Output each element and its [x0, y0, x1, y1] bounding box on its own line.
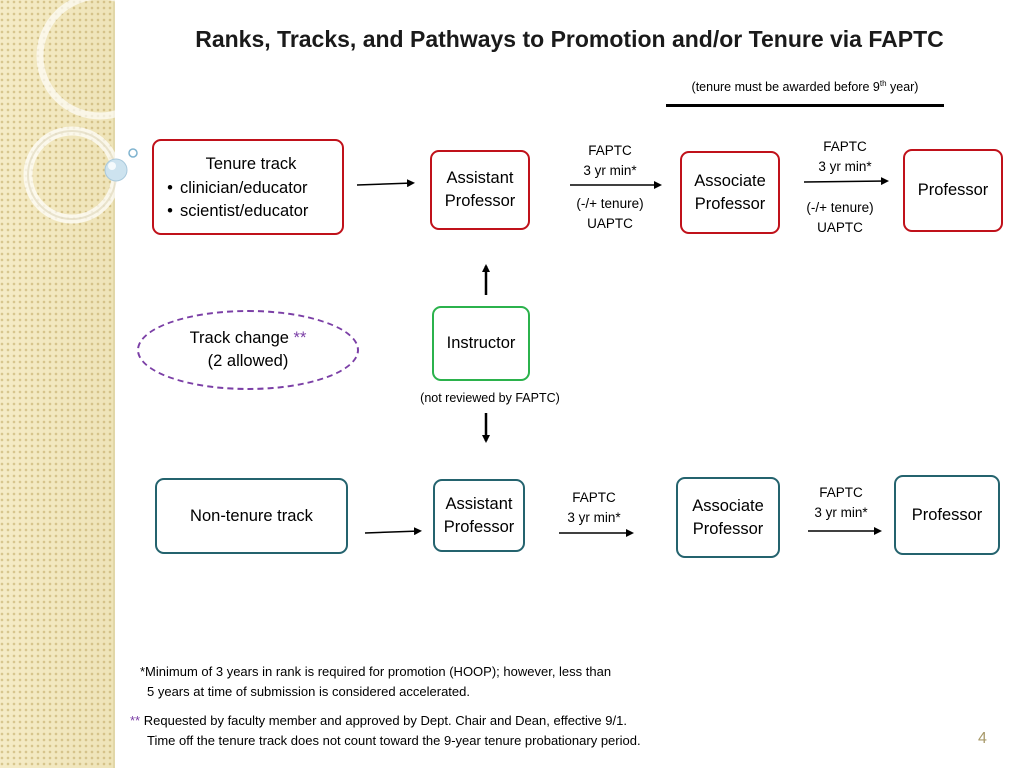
tenure-note-underline — [666, 104, 944, 107]
step-line: FAPTC — [572, 490, 616, 505]
non-tenure-step1-label: FAPTC 3 yr min* — [544, 488, 644, 528]
track-change-marker: ** — [293, 329, 307, 347]
step-line: UAPTC — [587, 216, 633, 231]
tenure-track-item: • scientist/educator — [160, 200, 308, 223]
step-line: FAPTC — [588, 143, 632, 158]
tenure-step2-label: FAPTC 3 yr min* — [795, 137, 895, 177]
non-tenure-professor-box: Professor — [894, 475, 1000, 555]
step-line: UAPTC — [817, 220, 863, 235]
footnote-line: 5 years at time of submission is conside… — [147, 684, 470, 699]
footnote-line: *Minimum of 3 years in rank is required … — [140, 664, 612, 679]
bullet-icon: • — [167, 202, 173, 220]
tenure-note-before: (tenure must be awarded before 9 — [691, 80, 880, 95]
tenure-note-after: year) — [886, 80, 919, 95]
arrow-non-tenure-to-assistant — [364, 527, 422, 536]
box-label-line: Professor — [917, 181, 989, 199]
box-label-line: Professor — [694, 194, 766, 213]
non-tenure-associate-professor-box: Associate Professor — [676, 477, 780, 558]
box-label-line: Professor — [444, 192, 516, 210]
box-label-line: Instructor — [446, 334, 516, 352]
track-change-allowance: (2 allowed) — [207, 352, 289, 370]
step-line: 3 yr min* — [814, 505, 868, 520]
sidebar-divider — [113, 0, 115, 768]
step-line: FAPTC — [823, 139, 867, 154]
decorative-rings — [23, 0, 164, 224]
footnote-line: ** Requested by faculty member and appro… — [130, 711, 641, 731]
sidebar-background — [0, 0, 113, 768]
bullet-icon: • — [167, 179, 173, 197]
step-line: (-/+ tenure) — [806, 200, 874, 215]
track-change-ellipse: Track change ** (2 allowed) — [137, 310, 359, 390]
instructor-box: Instructor — [432, 306, 530, 381]
tenure-step2-sublabel: (-/+ tenure) UAPTC — [790, 198, 890, 238]
footnote-minimum-years: *Minimum of 3 years in rank is required … — [140, 662, 611, 702]
box-label-line: Assistant — [446, 169, 514, 187]
box-label-line: Assistant — [445, 494, 513, 513]
instructor-note: (not reviewed by FAPTC) — [420, 391, 560, 405]
footnote-track-change: ** Requested by faculty member and appro… — [130, 711, 641, 751]
tenure-step1-sublabel: (-/+ tenure) UAPTC — [560, 194, 660, 234]
non-tenure-assistant-professor-box: Assistant Professor — [433, 479, 525, 552]
track-change-heading: Track change ** — [190, 327, 307, 350]
tenure-assistant-professor-box: Assistant Professor — [430, 150, 530, 230]
tenure-deadline-note: (tenure must be awarded before 9th year) — [666, 79, 944, 94]
non-tenure-step2-label: FAPTC 3 yr min* — [791, 483, 891, 523]
box-label-line: Associate — [692, 496, 764, 515]
tenure-step1-label: FAPTC 3 yr min* — [560, 141, 660, 181]
arrow-tenure-to-assistant — [356, 179, 415, 188]
tenure-track-item-label: scientist/educator — [180, 202, 309, 220]
tenure-professor-box: Professor — [903, 149, 1003, 232]
tenure-track-item: • clinician/educator — [160, 177, 308, 200]
tenure-track-item-label: clinician/educator — [180, 179, 308, 197]
step-line: FAPTC — [819, 485, 863, 500]
footnote-text: Requested by faculty member and approved… — [140, 713, 627, 728]
arrow-tenure-associate-to-professor — [803, 177, 889, 186]
box-label-line: Non-tenure track — [190, 506, 313, 525]
step-line: 3 yr min* — [567, 510, 621, 525]
box-label-line: Professor — [443, 517, 515, 536]
step-line: (-/+ tenure) — [576, 196, 644, 211]
step-line: 3 yr min* — [583, 163, 637, 178]
tenure-track-box: Tenure track • clinician/educator • scient… — [152, 139, 344, 235]
page-number: 4 — [978, 730, 987, 747]
footnote-marker: ** — [130, 713, 141, 728]
tenure-track-heading: Tenure track — [205, 155, 297, 173]
tenure-note-superscript: th — [879, 79, 887, 88]
track-change-label: Track change — [189, 329, 294, 347]
non-tenure-track-box: Non-tenure track — [155, 478, 348, 554]
box-label-line: Associate — [694, 171, 766, 190]
step-line: 3 yr min* — [818, 159, 872, 174]
box-label-line: Professor — [911, 505, 983, 524]
footnote-line: Time off the tenure track does not count… — [147, 733, 641, 748]
page-title: Ranks, Tracks, and Pathways to Promotion… — [195, 26, 944, 52]
box-label-line: Professor — [692, 519, 764, 538]
tenure-associate-professor-box: Associate Professor — [680, 151, 780, 234]
